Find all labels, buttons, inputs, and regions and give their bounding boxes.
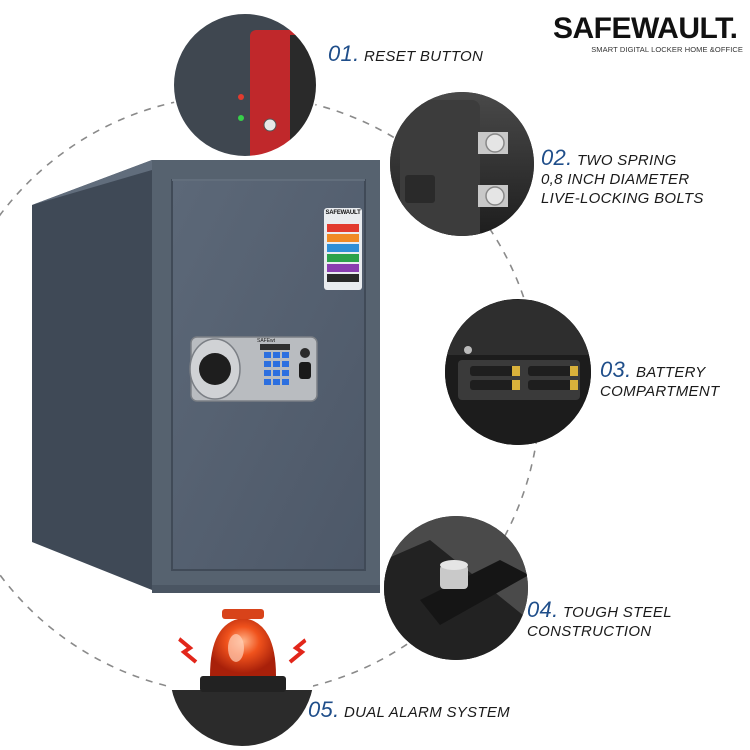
- feature-text: TWO SPRING: [576, 152, 677, 169]
- feature-number: 02.: [541, 145, 573, 170]
- feature-text: TOUGH STEEL: [562, 604, 672, 621]
- feature-callout-2: 02. TWO SPRING 0,8 INCH DIAMETER LIVE-LO…: [541, 145, 704, 208]
- feature-number: 05.: [308, 697, 340, 722]
- reset-button-detail: [172, 12, 318, 158]
- feature-text: RESET BUTTON: [363, 48, 484, 65]
- brand-name: SAFEWAULT.: [553, 12, 738, 45]
- keypad-keys: [264, 352, 289, 385]
- feature-number: 04.: [527, 597, 559, 622]
- brand-logo: SAFEWAULT. SMART DIGITAL LOCKER HOME &OF…: [553, 12, 743, 55]
- feature-callout-5: 05. DUAL ALARM SYSTEM: [308, 697, 510, 722]
- feature-text: DUAL ALARM SYSTEM: [343, 704, 510, 721]
- keypad-brand: SAFEwt: [257, 338, 276, 344]
- brand-tagline: SMART DIGITAL LOCKER HOME &OFFICE: [591, 45, 743, 54]
- feature-text: COMPARTMENT: [600, 383, 720, 400]
- safe-body: [32, 160, 380, 593]
- feature-callout-4: 04. TOUGH STEEL CONSTRUCTION: [527, 597, 672, 641]
- alarm-system-detail: [170, 602, 314, 746]
- feature-text: LIVE-LOCKING BOLTS: [541, 190, 704, 207]
- safe-side-panel: [32, 160, 152, 590]
- feature-text: 0,8 INCH DIAMETER: [541, 171, 690, 188]
- feature-number: 01.: [328, 41, 360, 66]
- feature-callout-3: 03. BATTERY COMPARTMENT: [600, 357, 720, 401]
- door-sticker-brand: SAFEWAULT: [325, 210, 361, 216]
- fingerprint-sensor: [299, 362, 311, 379]
- feature-text: BATTERY: [635, 364, 706, 381]
- safe-base: [152, 585, 380, 593]
- battery-compartment-detail: [445, 299, 591, 445]
- feature-number: 03.: [600, 357, 632, 382]
- key-lock: [300, 348, 310, 358]
- locking-bolts-detail: [390, 92, 534, 236]
- feature-callout-1: 01. RESET BUTTON: [328, 41, 484, 66]
- feature-text: CONSTRUCTION: [527, 623, 652, 640]
- steel-construction-detail: [384, 516, 528, 660]
